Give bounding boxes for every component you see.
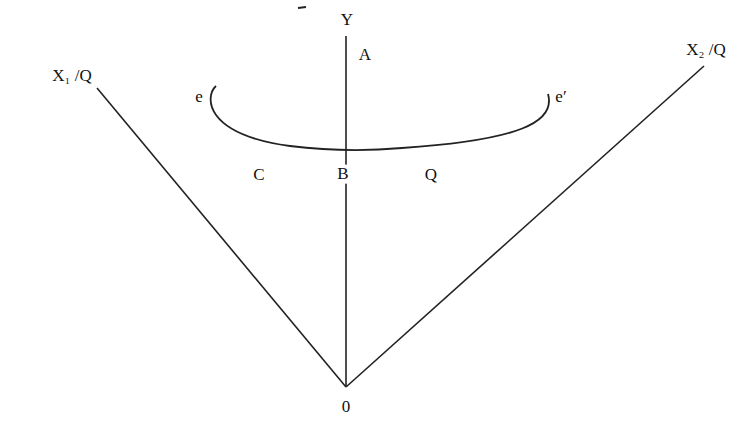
point-label: Q [423,166,439,185]
axis-label: X₁ /Q [50,67,93,86]
origin-label: 0 [340,398,353,417]
x1-ray [97,88,346,387]
point-label: C [251,166,266,185]
point-label: e [193,88,205,107]
isoquant-curve [211,86,549,150]
point-label: A [357,46,373,65]
point-label: e′ [553,88,568,107]
axis-label: X₂ /Q [684,41,727,60]
tick-mark [298,7,306,8]
y-axis [345,36,347,387]
axis-label: Y [339,11,355,30]
x2-ray [346,66,704,387]
point-label: B [335,165,350,184]
